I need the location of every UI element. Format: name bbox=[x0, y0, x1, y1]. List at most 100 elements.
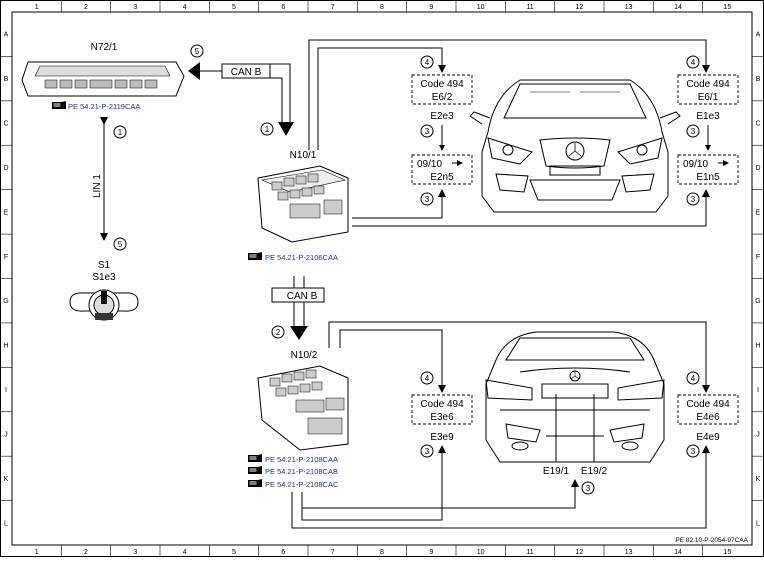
e3e6-code: Code 494 bbox=[420, 399, 464, 410]
grid-col-label: 1 bbox=[35, 4, 39, 11]
grid-col-label: 11 bbox=[526, 549, 533, 556]
grid-row-label: I bbox=[757, 387, 759, 394]
e6-2-id: E6/2 bbox=[432, 92, 453, 103]
n72-1-label: N72/1 bbox=[91, 42, 118, 53]
e1n5-id: E1n5 bbox=[696, 172, 720, 183]
grid-col-label: 3 bbox=[133, 4, 137, 11]
n10-2-label: N10/2 bbox=[291, 350, 318, 361]
book-reference-icon bbox=[52, 101, 66, 109]
ref-link-n72[interactable]: PE 54.21-P-2119CAA bbox=[68, 102, 140, 111]
ref-link-n10-2-c[interactable]: PE 54.21-P-2108CAC bbox=[265, 480, 339, 489]
box-e6-2 bbox=[411, 74, 473, 105]
s1e3-label: S1e3 bbox=[92, 272, 116, 283]
can-b-mid-box bbox=[271, 287, 325, 303]
box-e3e6 bbox=[411, 394, 473, 425]
ref-link-n10-1[interactable]: PE 54.21-P-2106CAA bbox=[265, 253, 338, 262]
grid-row-label: C bbox=[3, 121, 8, 128]
grid-col-label: 12 bbox=[575, 549, 583, 556]
box-e6-1 bbox=[677, 74, 739, 105]
grid-col-label: 10 bbox=[477, 549, 485, 556]
marker-3-e2e3: 3 bbox=[425, 127, 430, 136]
car-front-illustration bbox=[469, 79, 681, 213]
n10-1-module bbox=[257, 165, 349, 243]
marker-3-e4e9: 3 bbox=[691, 447, 696, 456]
lin1-label: LIN 1 bbox=[92, 174, 103, 198]
marker-3-e2n5: 3 bbox=[425, 195, 430, 204]
grid-row-label: A bbox=[4, 32, 9, 39]
box-e1n5 bbox=[677, 154, 739, 185]
grid-col-label: 6 bbox=[281, 549, 285, 556]
e1n5-code: 09/10 bbox=[683, 159, 708, 170]
e6-1-code: Code 494 bbox=[686, 79, 730, 90]
grid-col-label: 2 bbox=[84, 549, 88, 556]
grid-col-label: 15 bbox=[723, 549, 731, 556]
grid-col-label: 9 bbox=[429, 4, 433, 11]
book-reference-icon bbox=[248, 454, 262, 462]
grid-row-label: F bbox=[4, 254, 8, 261]
grid-row-label: E bbox=[756, 209, 761, 216]
marker-4-e6-2: 4 bbox=[425, 58, 430, 67]
grid-col-label: 14 bbox=[674, 549, 682, 556]
car-rear-illustration bbox=[485, 331, 665, 463]
e2n5-code: 09/10 bbox=[417, 159, 442, 170]
grid-col-label: 13 bbox=[625, 4, 633, 11]
ref-link-n10-2-b[interactable]: PE 54.21-P-2108CAB bbox=[265, 467, 338, 476]
grid-row-label: J bbox=[756, 431, 760, 438]
grid-row-label: E bbox=[4, 209, 9, 216]
grid-col-label: 11 bbox=[526, 4, 533, 11]
grid-row-label: B bbox=[4, 76, 9, 83]
e1e3-label: E1e3 bbox=[696, 111, 720, 122]
marker-3-e3e9: 3 bbox=[425, 447, 430, 456]
can-b-top-label: CAN B bbox=[231, 67, 262, 78]
marker-4-e6-1: 4 bbox=[691, 58, 696, 67]
grid-col-label: 13 bbox=[625, 549, 633, 556]
marker-4-e4e6: 4 bbox=[691, 374, 696, 383]
grid-row-label: A bbox=[756, 32, 761, 39]
e4e9-label: E4e9 bbox=[696, 432, 720, 443]
e2n5-id: E2n5 bbox=[430, 172, 454, 183]
marker-3-e1n5: 3 bbox=[691, 195, 696, 204]
grid-col-label: 10 bbox=[477, 4, 485, 11]
grid-col-label: 7 bbox=[331, 4, 335, 11]
e6-2-code: Code 494 bbox=[420, 79, 464, 90]
e3e9-label: E3e9 bbox=[430, 432, 454, 443]
grid-row-label: L bbox=[4, 520, 8, 527]
grid-row-label: D bbox=[755, 165, 760, 172]
grid-row-label: L bbox=[756, 520, 760, 527]
grid-row-label: K bbox=[756, 476, 761, 483]
marker-1-n10: 1 bbox=[265, 125, 270, 134]
grid-row-label: B bbox=[756, 76, 761, 83]
e4e6-id: E4e6 bbox=[696, 412, 720, 423]
box-e2n5 bbox=[411, 154, 473, 185]
grid-col-label: 5 bbox=[232, 4, 236, 11]
grid-col-label: 15 bbox=[723, 4, 731, 11]
marker-5-lin: 5 bbox=[118, 240, 123, 249]
e4e6-code: Code 494 bbox=[686, 399, 730, 410]
book-reference-icon bbox=[248, 252, 262, 260]
n10-1-label: N10/1 bbox=[290, 150, 317, 161]
grid-col-label: 4 bbox=[183, 549, 187, 556]
marker-5-top: 5 bbox=[195, 47, 200, 56]
book-reference-icon bbox=[248, 466, 262, 474]
grid-col-label: 14 bbox=[674, 4, 682, 11]
grid-col-label: 8 bbox=[380, 4, 384, 11]
grid-row-label: C bbox=[755, 121, 760, 128]
ref-link-n10-2-a[interactable]: PE 54.21-P-2108CAA bbox=[265, 455, 338, 464]
grid-row-label: F bbox=[756, 254, 760, 261]
grid-col-label: 8 bbox=[380, 549, 384, 556]
grid-col-label: 7 bbox=[331, 549, 335, 556]
marker-4-e3e6: 4 bbox=[425, 374, 430, 383]
n10-2-module bbox=[257, 365, 349, 451]
grid-col-label: 1 bbox=[35, 549, 39, 556]
marker-1-lin: 1 bbox=[118, 128, 123, 137]
e19-1-label: E19/1 bbox=[543, 466, 570, 477]
e2e3-label: E2e3 bbox=[430, 111, 454, 122]
grid-row-label: H bbox=[3, 343, 8, 350]
grid-col-label: 9 bbox=[429, 549, 433, 556]
grid-col-label: 3 bbox=[133, 549, 137, 556]
